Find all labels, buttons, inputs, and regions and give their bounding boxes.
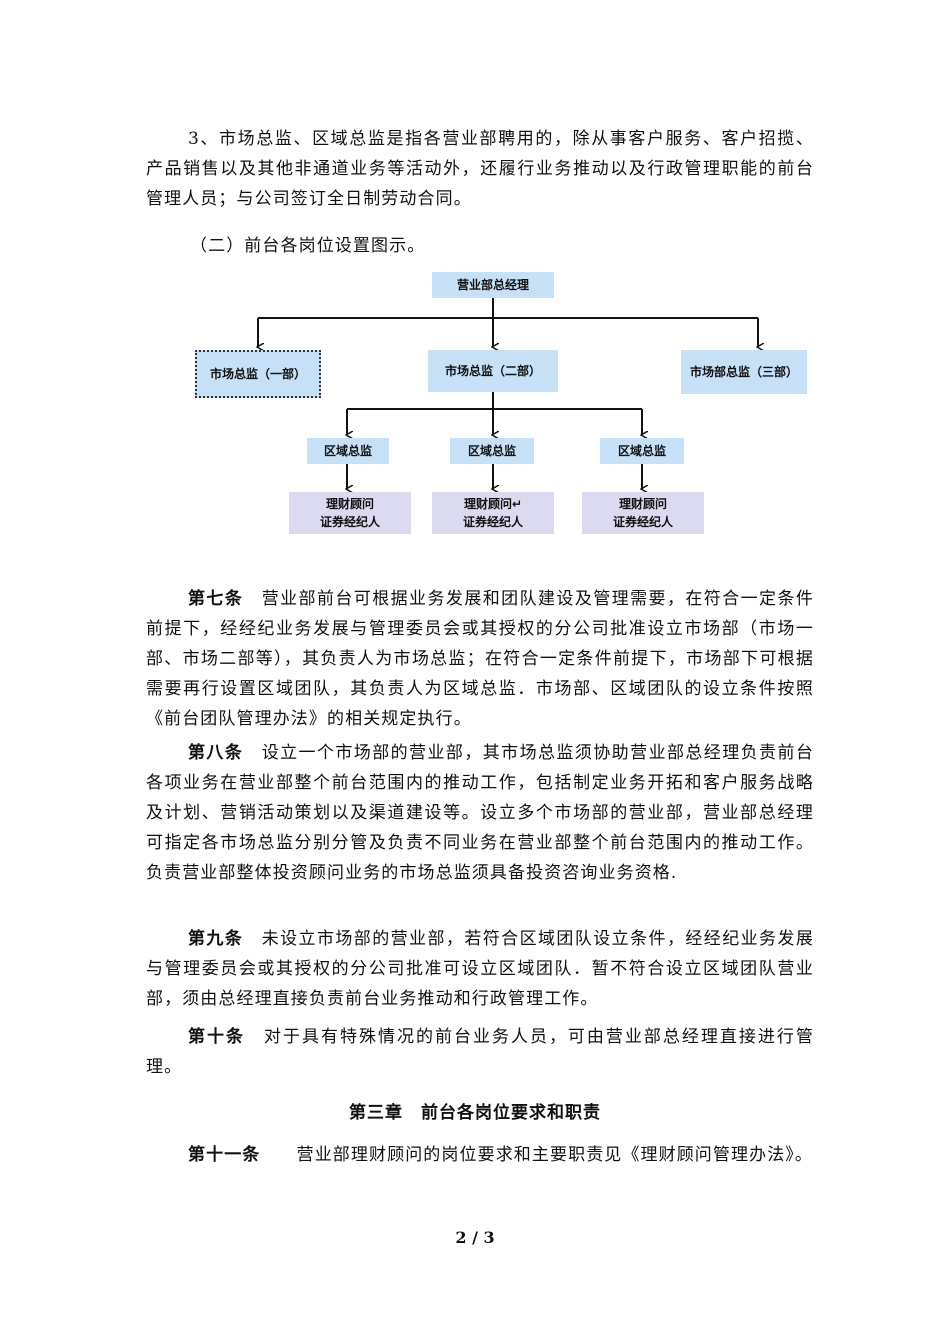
article-11-text: 营业部理财顾问的岗位要求和主要职责见《理财顾问管理办法》。 [296,1145,814,1165]
org-box-general-manager: 营业部总经理 [432,272,554,298]
org-advisor-line2: 证券经纪人 [462,515,523,529]
org-advisor-line1: 理财顾问 [618,497,667,511]
article-8-title: 第八条 [188,743,244,763]
article-9: 第九条 未设立市场部的营业部，若符合区域团队设立条件，经经纪业务发展与管理委员会… [146,924,814,1014]
article-11: 第十一条 营业部理财顾问的岗位要求和主要职责见《理财顾问管理办法》。 [146,1140,814,1170]
article-10-text: 对于具有特殊情况的前台业务人员，可由营业部总经理直接进行管理。 [146,1027,814,1077]
page-number: 2 / 3 [455,1228,495,1247]
article-7-title: 第七条 [188,589,244,609]
org-box-region-director-1: 区域总监 [307,438,389,464]
article-8-text: 设立一个市场部的营业部，其市场总监须协助营业部总经理负责前台各项业务在营业部整个… [146,743,814,883]
org-box-market-director-3: 市场部总监（三部） [681,350,807,394]
org-advisor-line1: 理财顾问↵ [463,497,523,511]
org-box-market-director-2: 市场总监（二部） [428,350,558,392]
org-advisor-line2: 证券经纪人 [319,515,380,529]
paragraph-market-director-definition: 3、市场总监、区域总监是指各营业部聘用的，除从事客户服务、客户招揽、产品销售以及… [146,129,814,209]
org-box-advisor-3: 理财顾问 证券经纪人 [582,492,704,534]
org-advisor-line2: 证券经纪人 [612,515,673,529]
article-9-title: 第九条 [188,929,244,949]
org-box-advisor-1: 理财顾问 证券经纪人 [289,492,411,534]
article-10-title: 第十条 [188,1027,245,1047]
org-box-advisor-2: 理财顾问↵ 证券经纪人 [432,492,554,534]
org-box-region-director-3: 区域总监 [600,438,684,464]
org-box-market-director-1: 市场总监（一部） [195,350,321,398]
org-box-region-director-2: 区域总监 [450,438,534,464]
article-10: 第十条 对于具有特殊情况的前台业务人员，可由营业部总经理直接进行管理。 [146,1022,814,1082]
article-8: 第八条 设立一个市场部的营业部，其市场总监须协助营业部总经理负责前台各项业务在营… [146,738,814,888]
org-chart: 营业部总经理 市场总监（一部） 市场总监（二部） 市场部总监（三部） 区域总监 … [180,262,820,552]
article-7: 第七条 营业部前台可根据业务发展和团队建设及管理需要，在符合一定条件前提下，经经… [146,584,814,734]
article-7-text: 营业部前台可根据业务发展和团队建设及管理需要，在符合一定条件前提下，经经纪业务发… [146,589,814,729]
paragraph-chart-caption: （二）前台各岗位设置图示。 [190,236,426,256]
org-advisor-line1: 理财顾问 [325,497,374,511]
article-11-title: 第十一条 [188,1145,261,1165]
article-9-text: 未设立市场部的营业部，若符合区域团队设立条件，经经纪业务发展与管理委员会或其授权… [146,929,814,1009]
org-chart-connectors [180,298,820,552]
chapter-heading: 第三章 前台各岗位要求和职责 [349,1103,601,1123]
